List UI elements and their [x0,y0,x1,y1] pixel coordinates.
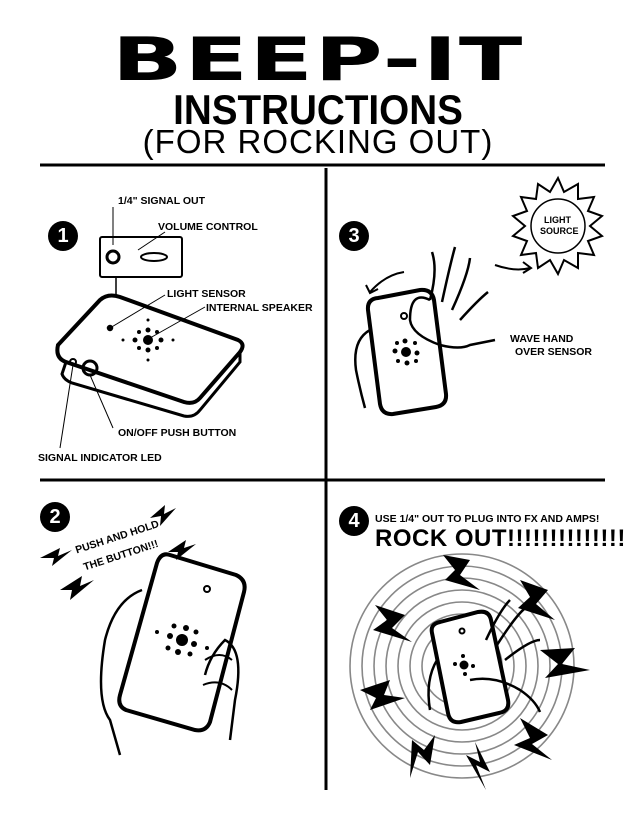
label-wave-2: OVER SENSOR [515,346,593,358]
speaker-dots-3 [392,338,420,366]
phone-hand-3 [354,246,533,417]
logo-text: BEEP-IT [112,25,524,95]
label-onoff-button: ON/OFF PUSH BUTTON [118,427,237,439]
bolt-icons-2 [40,505,196,600]
label-light-1: LIGHT [544,215,571,225]
step-number-1: 1 [48,221,78,251]
label-light-2: SOURCE [540,226,579,236]
label-wave-1: WAVE HAND [510,333,574,345]
page-title: INSTRUCTIONS [173,86,463,133]
device-panel-1 [55,207,245,449]
rock-out-heading: ROCK OUT!!!!!!!!!!!!!! [375,525,626,552]
page-subtitle: (FOR ROCKING OUT) [142,123,494,160]
label-signal-led: SIGNAL INDICATOR LED [38,452,162,464]
step-number-4: 4 [339,506,369,536]
label-plug-in: USE 1/4" OUT TO PLUG INTO FX AND AMPS! [375,513,600,525]
speaker-dots-2 [155,623,209,657]
step-number-2: 2 [40,502,70,532]
phone-hand-2 [99,552,247,756]
label-light-sensor: LIGHT SENSOR [167,288,246,300]
bolt-icons-4 [360,555,590,790]
label-volume-control: VOLUME CONTROL [158,221,258,233]
speaker-dots-4 [453,654,475,676]
label-internal-speaker: INTERNAL SPEAKER [206,302,313,314]
logo: BEEP-IT [0,30,636,90]
light-source-icon [511,175,604,277]
phone-hand-4 [427,599,542,725]
speaker-dots-1 [121,318,175,362]
step-number-3: 3 [339,221,369,251]
label-signal-out: 1/4" SIGNAL OUT [118,195,206,207]
